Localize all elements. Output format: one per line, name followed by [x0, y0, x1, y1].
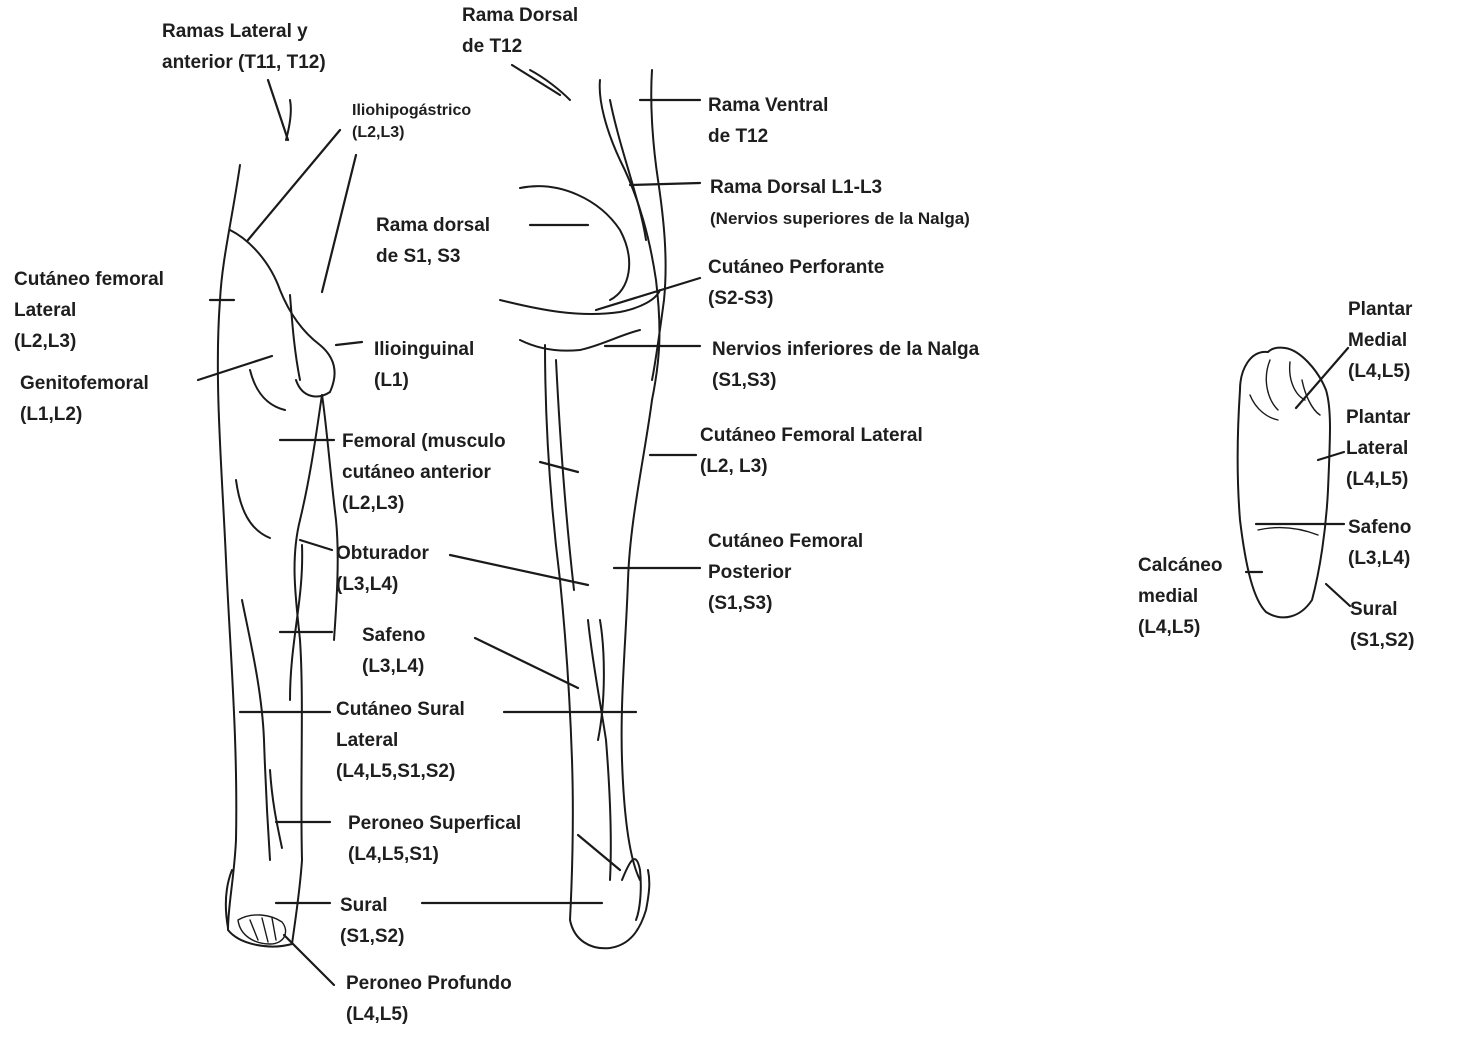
label-obturador: Obturador(L3,L4)	[336, 543, 429, 595]
label-peroneo-profundo: Peroneo Profundo(L4,L5)	[346, 973, 512, 1025]
label-nervios-inferiores: Nervios inferiores de la Nalga(S1,S3)	[712, 339, 980, 391]
anterior-leg-outline	[216, 99, 339, 948]
label-cutaneo-femoral-lateral-back: Cutáneo Femoral Lateral(L2, L3)	[700, 425, 923, 477]
label-iliohipogastrico: Iliohipogástrico(L2,L3)	[352, 102, 472, 141]
leader-lines	[196, 63, 1352, 987]
label-rama-dorsal-l1-l3: Rama Dorsal L1-L3(Nervios superiores de …	[710, 177, 970, 228]
label-sural-foot: Sural(S1,S2)	[1350, 599, 1415, 651]
label-sural: Sural(S1,S2)	[340, 895, 405, 947]
label-ilioinguinal: Ilioinguinal(L1)	[374, 339, 475, 391]
label-cutaneo-perforante: Cutáneo Perforante(S2-S3)	[708, 257, 885, 309]
label-safeno: Safeno(L3,L4)	[362, 625, 426, 677]
label-genitofemoral: Genitofemoral(L1,L2)	[20, 373, 149, 425]
posterior-leg-outline	[499, 69, 667, 950]
label-safeno-foot: Safeno(L3,L4)	[1348, 517, 1412, 569]
foot-sole-outline	[1236, 346, 1331, 619]
label-peroneo-superficial: Peroneo Superfical(L4,L5,S1)	[348, 813, 522, 865]
